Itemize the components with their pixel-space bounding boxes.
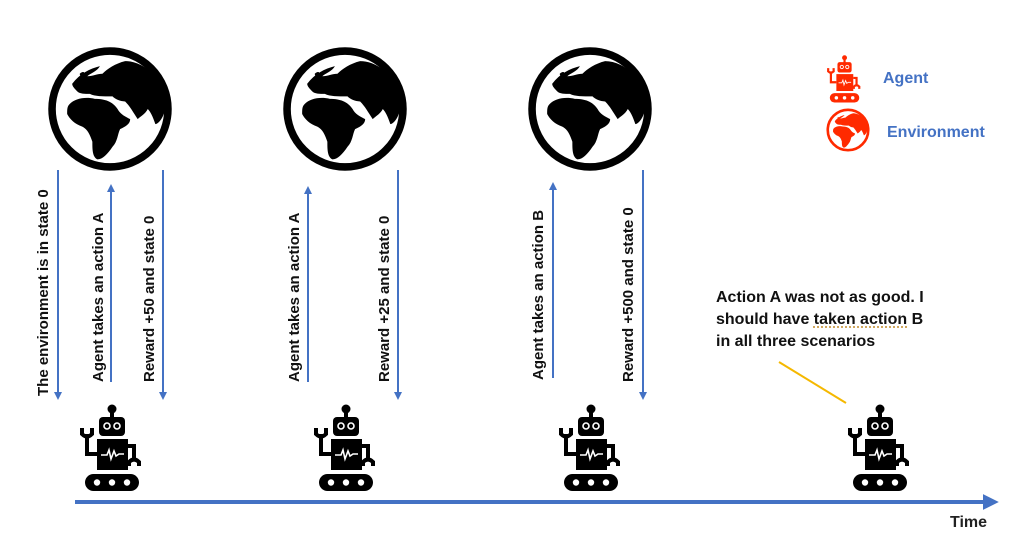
robot-icon [80, 404, 141, 492]
legend-robot-icon [827, 55, 861, 103]
reflection-line-2: should have taken action B [716, 309, 996, 331]
reflection-line-1: Action A was not as good. I [716, 289, 924, 306]
legend-environment-label: Environment [887, 124, 985, 141]
step-label: The environment is in state 0 [35, 189, 52, 396]
globe-icon [532, 51, 648, 167]
reflection-line-2-prefix: should have [716, 311, 814, 328]
reflection-note: Action A was not as good. I should have … [716, 287, 996, 353]
reflection-underlined-text: taken action [813, 311, 908, 328]
callout-line [778, 361, 847, 404]
step-label: Reward +500 and state 0 [620, 207, 637, 382]
step-label: Reward +50 and state 0 [141, 216, 158, 382]
reflection-line-3: in all three scenarios [716, 333, 876, 350]
legend-agent-label: Agent [883, 70, 929, 87]
step-label: Agent takes an action A [90, 212, 107, 382]
step-label: Agent takes an action A [286, 212, 303, 382]
step-label: Agent takes an action B [530, 210, 547, 380]
robot-icon [314, 404, 375, 492]
step-label: Reward +25 and state 0 [376, 216, 393, 382]
reflection-line-2-suffix: B [907, 311, 924, 328]
robot-icon [559, 404, 620, 492]
robot-icon [848, 404, 909, 492]
time-axis-label: Time [950, 514, 988, 531]
globe-icon [287, 51, 403, 167]
legend-globe-icon [826, 108, 870, 152]
globe-icon [52, 51, 168, 167]
